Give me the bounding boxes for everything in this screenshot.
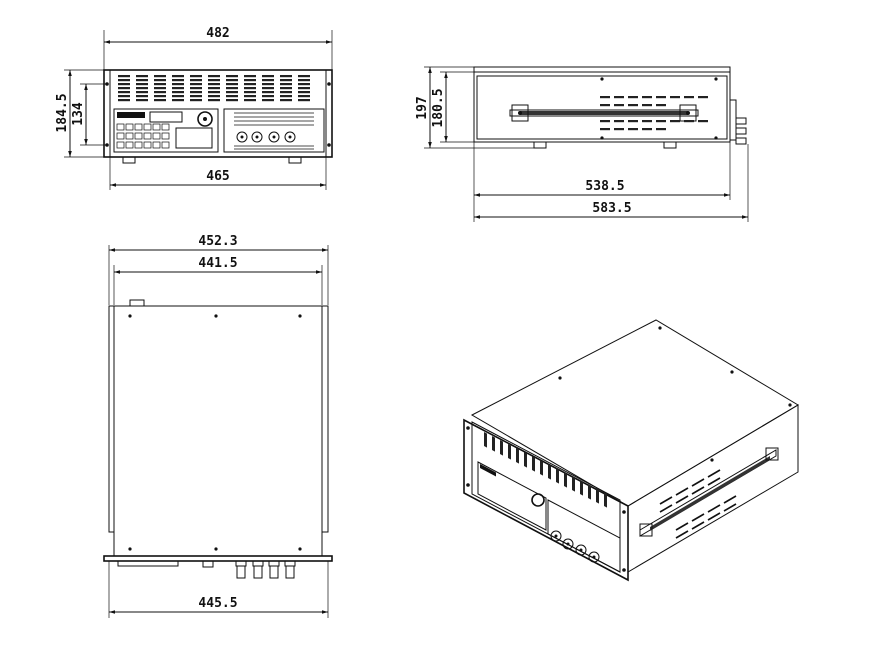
front-vent-grid: [118, 75, 310, 102]
top-view-terminals: [235, 560, 296, 579]
dim-front-width-outer: 482: [206, 26, 229, 41]
dim-side-height-outer: 197: [415, 96, 430, 119]
side-vent-grid: [600, 96, 708, 131]
dim-side-depth-inner: 538.5: [585, 179, 624, 194]
front-terminal-panel: [223, 108, 325, 153]
dim-front-height-outer: 184.5: [55, 93, 70, 132]
dim-front-height-inner: 134: [71, 102, 86, 126]
iso-front-vents: [484, 432, 607, 508]
side-view: 197 180.5 538.5 583.5: [415, 66, 749, 222]
isometric-view: [463, 319, 799, 582]
dim-top-width-inner: 441.5: [198, 256, 237, 271]
dim-side-depth-outer: 583.5: [592, 201, 631, 216]
front-control-panel: [113, 108, 219, 153]
dim-top-width-outer: 452.3: [198, 234, 237, 249]
top-view: 452.3 441.5 445.5: [103, 234, 333, 618]
dim-top-width-bottom: 445.5: [198, 596, 237, 611]
dim-front-width-inner: 465: [206, 169, 229, 184]
front-view: 482: [55, 26, 333, 190]
dim-side-height-inner: 180.5: [431, 88, 446, 127]
iso-side-vents: [659, 469, 737, 539]
